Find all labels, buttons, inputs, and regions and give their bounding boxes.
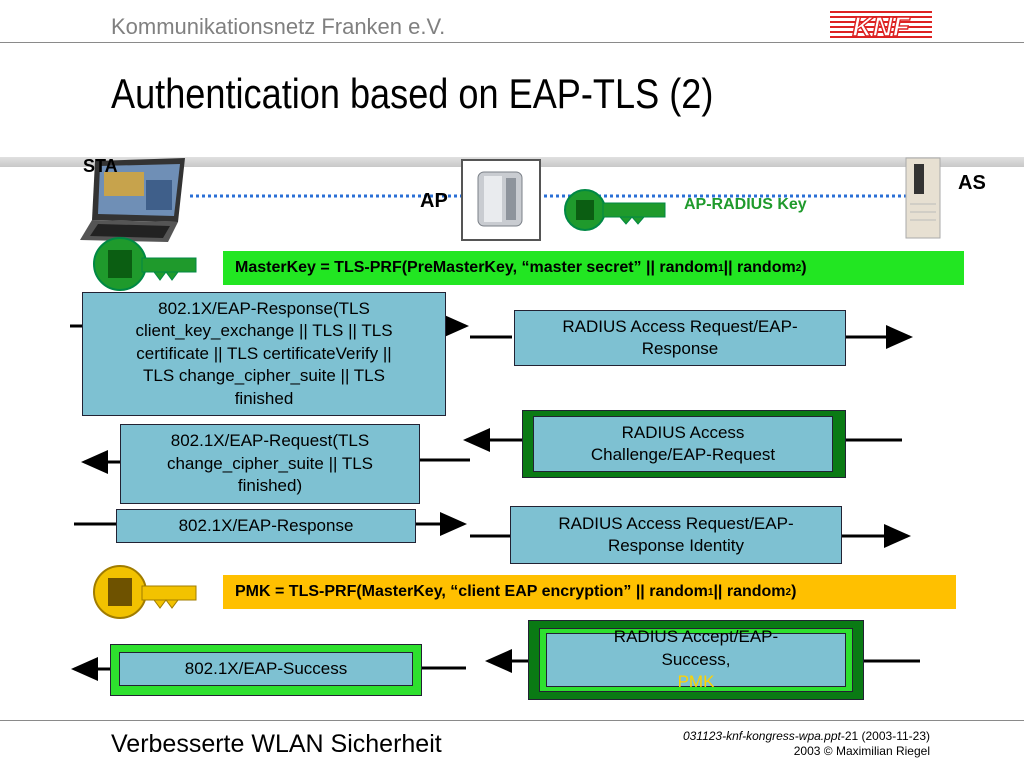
pmk-text: PMK = TLS-PRF(MasterKey, “client EAP enc… [235,583,708,600]
eap-response-tls-line: 802.1X/EAP-Response(TLS [158,298,370,318]
header-divider [0,42,1024,43]
eap-response-text: 802.1X/EAP-Response [178,515,354,535]
radius-request-line: RADIUS Access Request/EAP- [562,316,798,336]
ap-radius-key-label: AP-RADIUS Key [684,196,807,213]
pmk-sub1: 1 [707,586,714,598]
eap-response-tls-line: finished [234,388,294,408]
as-label: AS [958,172,986,194]
radius-accept-line-2: Success, PMK [614,649,778,694]
footer-page-info: -21 (2003-11-23) [840,729,930,743]
footer-info: 031123-knf-kongress-wpa.ppt-21 (2003-11-… [683,729,930,759]
masterkey-text: MasterKey = TLS-PRF(PreMasterKey, “maste… [235,259,719,276]
pmk-text-end: ) [791,583,797,600]
masterkey-sub1: 1 [718,262,724,274]
pmk-text-mid: || random [713,583,786,600]
eap-request-tls-line: 802.1X/EAP-Request(TLS [170,431,370,451]
radius-request-line: Response [641,339,719,358]
radius-accept-pmk-text: PMK [677,672,715,692]
eap-request-tls-line: change_cipher_suite || TLS [166,453,374,473]
eap-response-box: 802.1X/EAP-Response [116,509,416,543]
pmk-equation: PMK = TLS-PRF(MasterKey, “client EAP enc… [223,575,956,609]
eap-success-text: 802.1X/EAP-Success [184,658,348,678]
network-entities-graphic [80,157,941,242]
masterkey-green-key-icon [93,237,197,291]
radius-accept-success-text: Success, [661,649,731,669]
organization-name: Kommunikationsnetz Franken e.V. [111,14,446,39]
footer-copyright: 2003 © Maximilian Riegel [793,744,930,758]
ap-label: AP [420,190,448,212]
pmk-sub2: 2 [785,586,792,598]
radius-challenge-frame: RADIUS Access Challenge/EAP-Request [522,410,846,478]
footer-title: Verbesserte WLAN Sicherheit [111,730,442,758]
access-point-icon [461,159,541,241]
eap-response-tls-line: TLS change_cipher_suite || TLS [143,366,385,386]
eap-response-tls-box: 802.1X/EAP-Response(TLS client_key_excha… [82,292,446,416]
laptop-icon [80,158,185,242]
eap-success-frame: 802.1X/EAP-Success [110,644,422,696]
radius-accept-outer-frame: RADIUS Accept/EAP- Success, PMK [528,620,864,700]
radius-challenge-line: Challenge/EAP-Request [590,445,776,464]
radius-accept-middle-frame: RADIUS Accept/EAP- Success, PMK [539,627,853,692]
footer-divider [0,720,1024,721]
masterkey-text-mid: || random [723,259,796,276]
eap-request-tls-box: 802.1X/EAP-Request(TLS change_cipher_sui… [120,424,420,504]
radius-identity-line: RADIUS Access Request/EAP- [558,513,794,533]
eap-response-tls-line: certificate || TLS certificateVerify || [136,343,392,363]
eap-response-tls-line: client_key_exchange || TLS || TLS [135,321,393,341]
pmk-yellow-key-icon [93,565,197,619]
ap-radius-key-icon [564,189,666,231]
masterkey-sub2: 2 [795,262,802,274]
radius-accept-box: RADIUS Accept/EAP- Success, PMK [546,627,846,691]
sta-label: STA [83,156,118,176]
radius-challenge-box: RADIUS Access Challenge/EAP-Request [533,416,833,472]
radius-access-request-box: RADIUS Access Request/EAP- Response [514,310,846,366]
radius-accept-line: RADIUS Accept/EAP- [613,627,779,647]
server-icon [905,157,941,239]
radius-identity-line: Response Identity [607,536,745,555]
radius-challenge-line: RADIUS Access [621,422,745,442]
footer-file: 031123-knf-kongress-wpa.ppt [682,729,841,743]
eap-request-tls-line: finished) [237,476,303,496]
slide-title: Authentication based on EAP-TLS (2) [111,70,714,117]
logo-text: KNF [852,11,910,42]
masterkey-text-end: ) [801,259,807,276]
radius-request-identity-box: RADIUS Access Request/EAP- Response Iden… [510,506,842,564]
eap-success-box: 802.1X/EAP-Success [119,652,413,686]
masterkey-equation: MasterKey = TLS-PRF(PreMasterKey, “maste… [223,251,964,285]
knf-logo: KNF [830,10,932,42]
